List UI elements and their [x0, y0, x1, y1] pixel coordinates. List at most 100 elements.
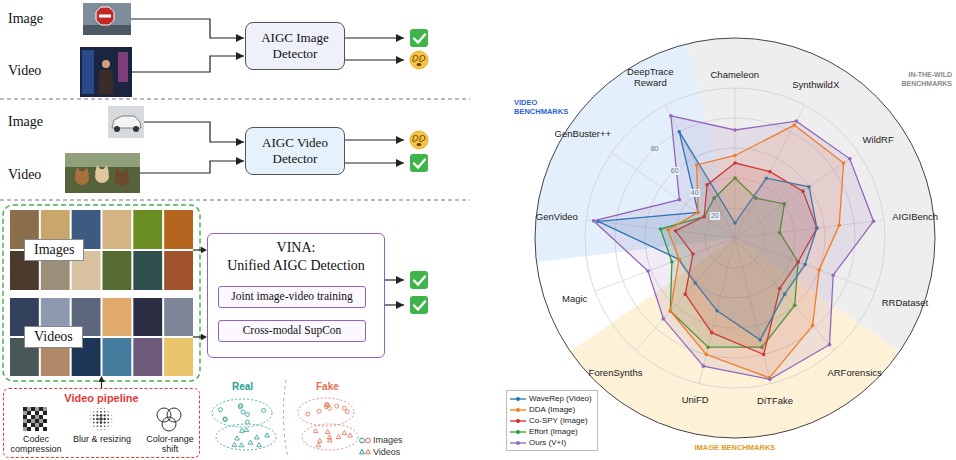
- tile: [164, 251, 193, 290]
- video-thumbnail: [65, 153, 140, 193]
- halftone-dot: [97, 411, 99, 413]
- box-label: Cross-modal SupCon: [243, 324, 342, 337]
- codec-block: [31, 411, 35, 415]
- flow-arrow: [345, 59, 404, 60]
- box-label: AIGC Video Detector: [252, 135, 338, 166]
- legend-sample: [510, 439, 526, 447]
- embedding-cluster: [302, 424, 358, 450]
- connector-line: [193, 249, 202, 250]
- legend-row: Effort (Image): [510, 426, 592, 437]
- embedding-cluster: [212, 399, 272, 427]
- mouth: [417, 143, 422, 146]
- codec-block: [27, 411, 31, 415]
- video-point: [327, 435, 332, 439]
- flow-arrow: [132, 56, 244, 72]
- axis-label: ForenSynths: [589, 367, 643, 378]
- video-point: [240, 428, 245, 432]
- axis-label: Magic: [562, 293, 587, 304]
- axis-label: RRDataset: [882, 297, 928, 308]
- cluster-outline: [298, 398, 354, 426]
- codec-block: [35, 415, 39, 419]
- codec-block: [43, 427, 47, 431]
- pipeline-box: Video pipelineCodec compressionBlur & re…: [3, 388, 200, 458]
- image-point: [345, 410, 349, 414]
- image-symbol: [366, 438, 371, 443]
- axis-label: WildRF: [863, 134, 894, 145]
- tile: [133, 298, 162, 336]
- video-point: [244, 427, 249, 431]
- set-label: Videos: [24, 326, 83, 348]
- photo: [82, 50, 94, 94]
- axis-label: AIGIBench: [892, 211, 938, 222]
- halftone-dot: [111, 422, 113, 424]
- figure: [98, 70, 114, 94]
- axis-label: GenVideo: [536, 211, 578, 222]
- method-title: VINA:: [208, 239, 384, 257]
- image-thumbnail: [83, 3, 131, 35]
- codec-block: [39, 411, 43, 415]
- codec-block: [35, 411, 39, 415]
- codec-block: [23, 419, 27, 423]
- codec-block: [23, 407, 27, 411]
- connector: [193, 334, 207, 340]
- halftone-dot: [100, 429, 101, 430]
- check-icon: [410, 29, 428, 47]
- ring-value: 80: [650, 145, 660, 153]
- legend-row: WaveRep (Video): [510, 393, 592, 404]
- halftone-dot: [96, 429, 98, 431]
- series-marker: [662, 317, 666, 321]
- photo: [108, 106, 144, 138]
- halftone-dot: [96, 418, 99, 421]
- photo: [118, 52, 128, 82]
- check-bg: [410, 296, 428, 314]
- tile: [164, 298, 193, 336]
- axis-label: SynthwildX: [792, 79, 839, 90]
- halftone-dot: [100, 408, 101, 409]
- ring-value: 60: [670, 167, 680, 175]
- codec-block: [35, 427, 39, 431]
- series-marker: [872, 219, 876, 223]
- video-point: [317, 438, 322, 442]
- codec-block: [39, 407, 43, 411]
- video-point: [254, 435, 259, 439]
- codec-block: [43, 411, 47, 415]
- halftone-dot: [89, 425, 91, 427]
- image-point: [317, 409, 321, 413]
- halftone-dot: [107, 407, 109, 409]
- codec-block: [35, 407, 39, 411]
- halftone-dot: [108, 411, 109, 412]
- halftone-dot: [111, 418, 112, 419]
- radar-series: [592, 114, 876, 381]
- halftone-dot: [104, 407, 106, 409]
- connector: [193, 247, 207, 253]
- legend-sample: [510, 406, 526, 414]
- cat-head: [115, 172, 129, 186]
- detector-box: AIGC Image Detector: [245, 22, 345, 70]
- series-polygon: [594, 116, 874, 380]
- flow-arrow: [385, 279, 404, 280]
- check-bg: [410, 154, 428, 172]
- legend-sample: [510, 395, 526, 403]
- video-point: [342, 430, 347, 434]
- video-mosaic: [10, 298, 193, 376]
- photo: [83, 3, 131, 35]
- check-mark: [414, 302, 425, 310]
- codec-block: [39, 419, 43, 423]
- cluster-outline: [212, 399, 272, 427]
- halftone-dot: [100, 414, 103, 417]
- image-point: [218, 408, 222, 412]
- spiral-eye: [413, 55, 419, 61]
- halftone-dot: [107, 418, 109, 420]
- embedding-label: Images: [373, 435, 403, 446]
- legend-marker: [516, 430, 520, 434]
- tile: [103, 210, 132, 249]
- cat-head: [75, 171, 89, 185]
- legend-text: DDA (Image): [529, 404, 575, 415]
- axis-label: DeepTrace Reward: [619, 66, 681, 88]
- stop-sign: [96, 7, 114, 25]
- method-box: Joint image-video trainingCross-modal Su…: [207, 233, 385, 358]
- codec-block: [39, 415, 43, 419]
- figure: [102, 60, 110, 68]
